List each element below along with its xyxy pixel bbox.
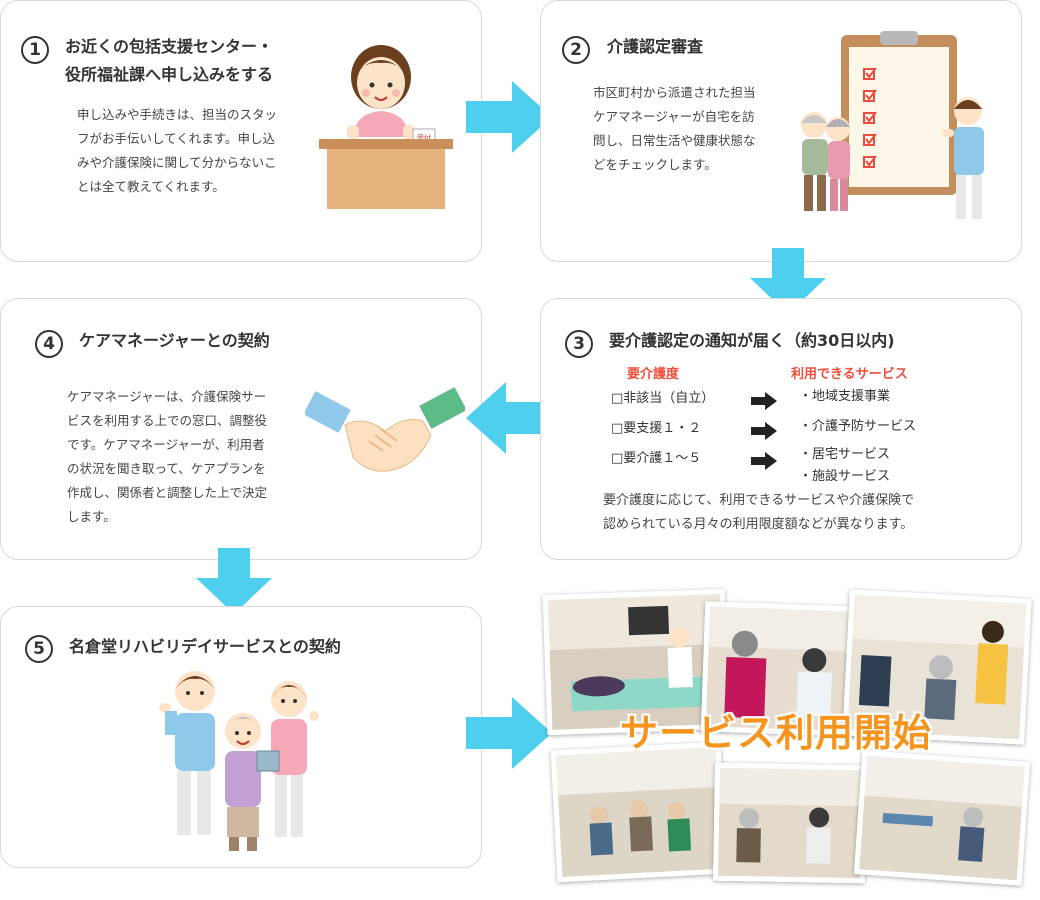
step-5-panel: 5 名倉堂リハビリデイサービスとの契約	[0, 606, 482, 868]
row-arrow-icon	[751, 452, 777, 470]
facility-photo	[550, 741, 728, 883]
service-item: ・居宅サービス	[799, 447, 891, 462]
step-2-panel: 2 介護認定審査 市区町村から派遣された担当 ケアマネージャーが自宅を訪 問し、…	[540, 0, 1022, 262]
desk-sign-label: 受付	[417, 133, 431, 142]
step-title: 名倉堂リハビリデイサービスとの契約	[69, 637, 341, 656]
step-description: ケアマネージャーは、介護保険サー ビスを利用する上での窓口、調整役 です。ケアマ…	[67, 389, 268, 524]
step-number: 4	[35, 330, 63, 358]
step-title: 役所福祉課へ申し込みをする	[65, 65, 274, 84]
step-title: お近くの包括支援センター・	[65, 37, 274, 56]
row-arrow-icon	[751, 422, 777, 440]
flow-arrow-down	[196, 548, 272, 614]
step-3-panel: 3 要介護認定の通知が届く（約30日以内) 要介護度 利用できるサービス □非該…	[540, 298, 1022, 560]
care-level-row: □非該当（自立）	[611, 391, 715, 406]
step-note: 要介護度に応じて、利用できるサービスや介護保険で 認められている月々の利用限度額…	[603, 493, 915, 532]
handshake-illustration	[305, 387, 465, 472]
facility-photo	[842, 589, 1032, 745]
step-title: 介護認定審査	[607, 37, 704, 56]
step-title: ケアマネージャーとの契約	[79, 331, 270, 350]
step-number: 3	[565, 330, 593, 358]
step-description: 申し込みや手続きは、担当のスタッ フがお手伝いしてくれます。申し込 みや介護保険…	[77, 107, 278, 194]
step-description: 市区町村から派遣された担当 ケアマネージャーが自宅を訪 問し、日常生活や健康状態…	[593, 85, 756, 172]
step-number: 2	[562, 36, 590, 64]
flow-arrow-left	[466, 382, 552, 454]
step-4-panel: 4 ケアマネージャーとの契約 ケアマネージャーは、介護保険サー ビスを利用する上…	[0, 298, 482, 560]
flow-arrow-right	[466, 697, 552, 769]
available-services-header: 利用できるサービス	[791, 367, 908, 382]
flow-arrow-right	[466, 81, 552, 153]
service-start-banner: サービス利用開始	[620, 711, 933, 755]
step-1-panel: 1 お近くの包括支援センター・ 役所福祉課へ申し込みをする 申し込みや手続きは、…	[0, 0, 482, 262]
service-item: ・地域支援事業	[799, 389, 891, 404]
service-item: ・介護予防サービス	[799, 419, 917, 434]
facility-photo	[700, 601, 864, 737]
step-number: 5	[25, 635, 53, 663]
facility-photo	[712, 762, 868, 884]
receptionist-illustration: 受付	[319, 45, 453, 209]
care-level-row: □要支援１・２	[611, 421, 702, 436]
row-arrow-icon	[751, 392, 777, 410]
step-title: 要介護認定の通知が届く（約30日以内)	[609, 331, 895, 350]
service-item: ・施設サービス	[799, 469, 891, 484]
facility-photo	[853, 750, 1031, 886]
step-number: 1	[21, 36, 49, 64]
staff-and-elder-illustration	[159, 671, 319, 851]
care-level-header: 要介護度	[627, 367, 680, 382]
assessment-illustration	[801, 31, 984, 219]
facility-photo	[542, 588, 730, 736]
care-level-row: □要介護１～５	[611, 451, 702, 466]
flow-arrow-down	[750, 248, 826, 314]
